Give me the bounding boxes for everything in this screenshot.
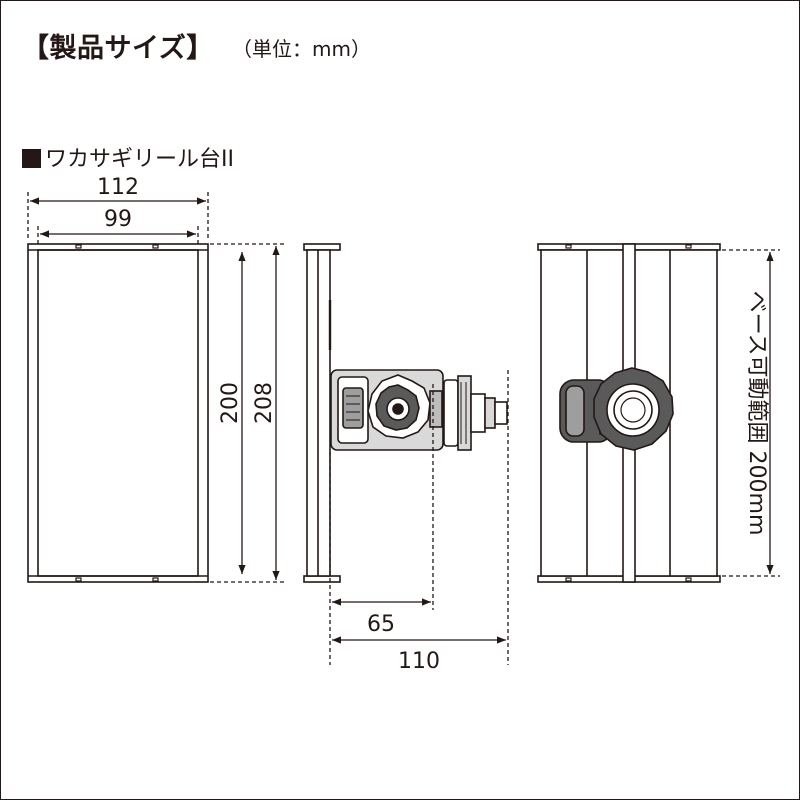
dim-label-110: 110: [398, 649, 440, 674]
product-heading: ワカサギリール台II: [22, 141, 234, 173]
side-view: [303, 243, 341, 583]
dim-label-99: 99: [104, 207, 132, 232]
page-title: 【製品サイズ】: [22, 33, 214, 64]
front-inner-panel: [37, 249, 199, 577]
front-outer-plate: [27, 243, 209, 583]
front-view: [27, 243, 209, 583]
side-arm-mechanism: [330, 369, 508, 451]
square-bullet-icon: [22, 149, 41, 168]
side-dimensions: [329, 370, 509, 665]
unit-label: （単位：mm）: [232, 37, 371, 61]
rear-dimensions: [722, 249, 780, 577]
dim-label-base-range: ベース可動範囲 200mm: [744, 291, 769, 536]
front-slots: [75, 244, 159, 582]
dim-label-208: 208: [252, 382, 277, 424]
dim-label-200: 200: [218, 382, 243, 424]
reel-mount-flange: [443, 379, 459, 447]
product-name: ワカサギリール台II: [45, 147, 234, 172]
rear-knob-assembly: [559, 367, 674, 451]
dim-label-65: 65: [367, 612, 395, 637]
dim-label-112: 112: [97, 175, 139, 200]
front-dimensions: [27, 192, 285, 583]
